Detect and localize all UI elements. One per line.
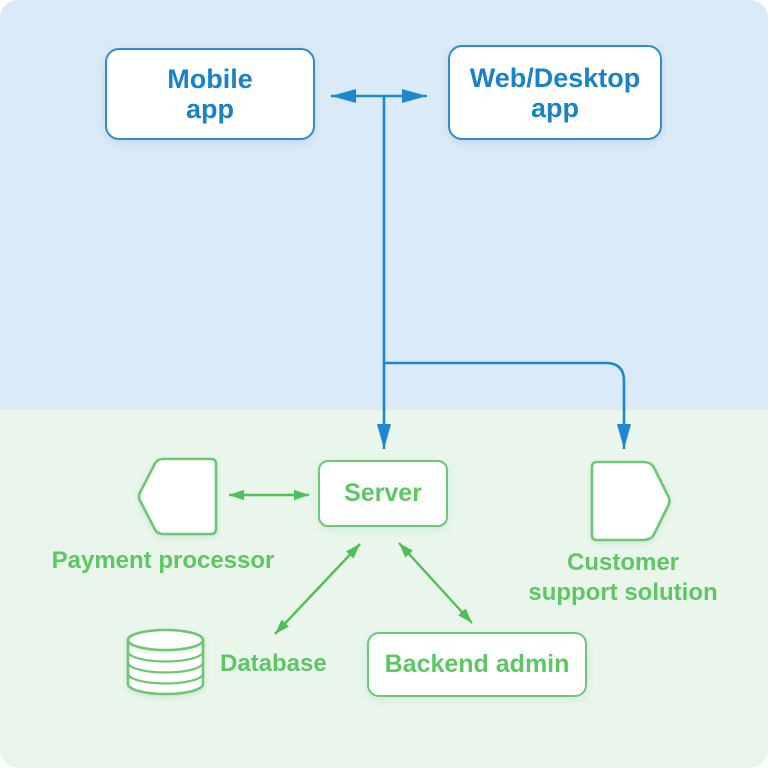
database-label: Database xyxy=(220,650,327,677)
payment-processor-label: Payment processor xyxy=(51,547,275,574)
node-server: Server xyxy=(318,460,448,527)
arrow-server-database xyxy=(274,543,361,635)
customer-support-icon xyxy=(590,460,671,542)
backend-admin-label: Backend admin xyxy=(384,650,570,678)
web-desktop-app-label-line1: Web/Desktop xyxy=(469,62,641,93)
mobile-app-label-line1: Mobile xyxy=(167,64,253,94)
node-web-desktop-app: Web/Desktop app xyxy=(448,45,662,140)
arrow-server-backend-admin xyxy=(398,542,473,624)
arrow-apps-to-customer-support xyxy=(384,361,631,449)
customer-support-label: Customer support solution xyxy=(493,548,753,608)
server-label: Server xyxy=(344,479,422,507)
customer-support-label-line1: Customer xyxy=(566,549,680,576)
node-backend-admin: Backend admin xyxy=(367,632,587,697)
web-desktop-app-label-line2: app xyxy=(530,92,579,123)
customer-support-label-line2: support solution xyxy=(528,579,718,606)
mobile-app-label-line2: app xyxy=(185,94,234,124)
node-mobile-app: Mobile app xyxy=(105,48,315,140)
payment-processor-icon xyxy=(137,457,218,536)
database-cylinder-icon xyxy=(126,628,205,696)
